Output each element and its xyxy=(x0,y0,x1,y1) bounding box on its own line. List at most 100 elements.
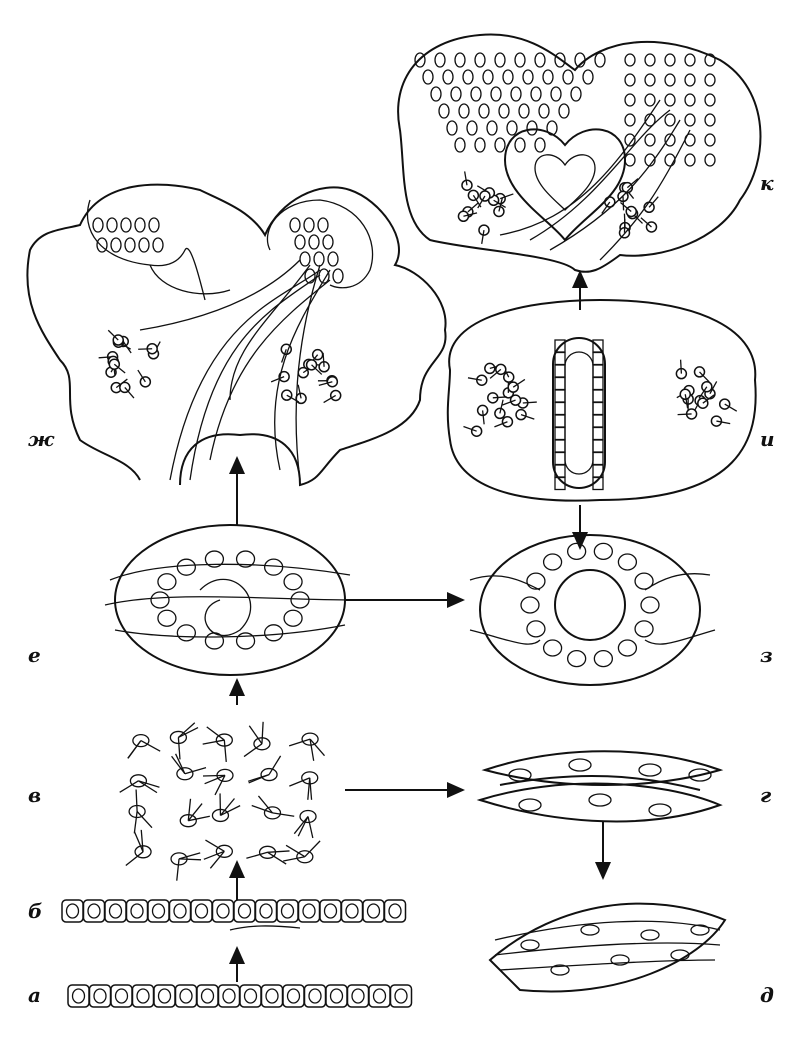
neuron xyxy=(664,153,676,167)
cell-nucleus xyxy=(216,903,230,919)
cell-process xyxy=(679,359,683,374)
epithelial-cell xyxy=(110,984,133,1008)
neuron xyxy=(494,137,506,153)
cell-process xyxy=(640,217,652,228)
stage-i-cell-clusters xyxy=(463,339,738,491)
cell-process xyxy=(677,413,692,416)
cell-process xyxy=(285,844,306,858)
cell-process xyxy=(214,775,226,796)
neuron xyxy=(502,69,514,85)
cell-process xyxy=(202,774,226,777)
cell-process xyxy=(127,740,142,759)
neuron xyxy=(704,153,716,167)
epithelial-cell xyxy=(88,984,112,1008)
neuron xyxy=(664,133,676,147)
cell-process xyxy=(648,196,659,208)
stage-d-nuclei xyxy=(520,924,710,976)
cell-process xyxy=(304,840,321,858)
cell-process xyxy=(467,202,479,213)
cell-nucleus xyxy=(204,632,225,650)
cell-process xyxy=(309,738,326,757)
cell-nucleus xyxy=(151,903,166,919)
cell-process xyxy=(204,774,226,785)
cell-nucleus xyxy=(235,632,256,650)
neuron xyxy=(624,93,636,107)
cell-nucleus xyxy=(93,988,107,1004)
cell-process xyxy=(520,414,535,420)
epithelial-cell xyxy=(303,984,327,1008)
neuron xyxy=(554,52,566,68)
cell-nucleus xyxy=(617,553,638,571)
epithelial-cell xyxy=(131,984,155,1008)
cell-nucleus xyxy=(568,758,592,772)
neuron xyxy=(684,153,696,167)
epithelial-cell xyxy=(217,984,241,1008)
stage-e-cells xyxy=(150,550,310,650)
neuron xyxy=(550,86,562,102)
epithelial-cell xyxy=(389,984,413,1008)
epithelial-cell xyxy=(276,899,299,923)
neuron xyxy=(454,52,466,68)
tube-cell xyxy=(592,414,604,428)
epithelial-cell xyxy=(153,984,176,1008)
cell-process xyxy=(489,368,502,379)
cell-process xyxy=(702,394,715,404)
cell-nucleus xyxy=(580,924,600,936)
stage-zh-fibers xyxy=(139,259,331,481)
neuron xyxy=(482,69,494,85)
epithelial-cell xyxy=(340,899,364,923)
cell-process xyxy=(464,171,468,186)
neuron xyxy=(434,52,446,68)
stage-zh-brain-outline xyxy=(26,183,447,487)
tube-cell xyxy=(592,426,604,441)
cell-process xyxy=(246,851,268,859)
epithelial-cell xyxy=(362,899,385,923)
cell-process xyxy=(626,178,639,189)
neuroblast xyxy=(299,251,311,267)
neuron xyxy=(538,103,550,119)
cell-process xyxy=(288,738,311,747)
cell-process xyxy=(223,740,227,763)
neural-cell-nucleus xyxy=(263,806,282,820)
neuroblast xyxy=(322,234,334,250)
epithelial-cell xyxy=(211,899,235,923)
epithelial-cell xyxy=(325,984,348,1008)
cell-nucleus xyxy=(610,954,630,966)
neuron xyxy=(498,103,510,119)
cell-process xyxy=(137,369,146,383)
neuroblast xyxy=(152,237,164,253)
neuron xyxy=(574,52,586,68)
cell-nucleus xyxy=(302,903,316,919)
stage-e-neural-plate xyxy=(104,524,356,676)
cell-nucleus xyxy=(394,988,408,1004)
cell-process xyxy=(202,739,225,745)
neural-cell-nucleus xyxy=(260,767,278,782)
neuron xyxy=(506,120,518,136)
neuron xyxy=(454,137,466,153)
neuroblast xyxy=(120,217,132,233)
epithelial-cell xyxy=(190,899,213,923)
cell-process xyxy=(601,201,611,214)
cell-process xyxy=(125,851,144,866)
epithelial-cell xyxy=(346,984,370,1008)
cell-process xyxy=(297,384,302,399)
stage-z-neural-tube xyxy=(469,534,716,686)
cell-nucleus xyxy=(222,988,236,1004)
neuron xyxy=(594,52,606,68)
neuron xyxy=(474,137,486,153)
neural-cell-nucleus xyxy=(215,844,233,858)
migrating-cell xyxy=(229,925,301,931)
neuron xyxy=(462,69,474,85)
cell-nucleus xyxy=(265,988,279,1004)
cell-nucleus xyxy=(542,553,563,571)
cell-process xyxy=(502,399,516,406)
neuron xyxy=(430,86,442,102)
cell-process xyxy=(209,850,225,869)
cell-process xyxy=(309,739,315,761)
epithelial-cell xyxy=(67,984,90,1008)
neuron xyxy=(644,93,656,107)
neuroblast xyxy=(304,268,316,284)
cell-nucleus xyxy=(593,649,614,668)
cell-process xyxy=(203,850,225,860)
label-k: к xyxy=(760,171,774,195)
